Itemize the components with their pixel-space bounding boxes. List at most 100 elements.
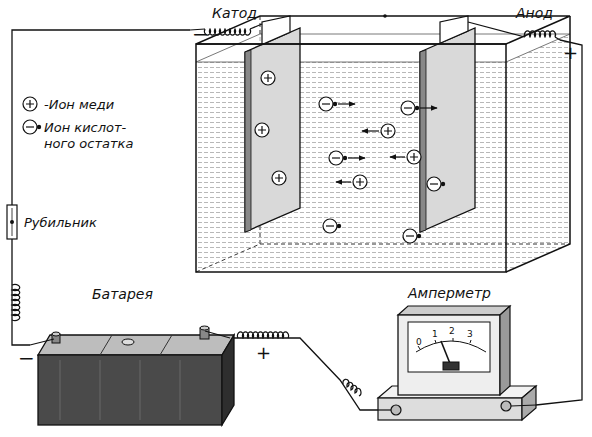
tank-front — [196, 44, 506, 272]
motion-arrow — [420, 107, 437, 108]
legend-text: -Ион меди — [44, 97, 154, 113]
wire-coil — [205, 29, 251, 35]
switch-label: Рубильник — [24, 216, 97, 229]
anode-plate-edge — [420, 50, 426, 232]
scale-number: 0 — [416, 338, 422, 347]
ion-dot — [333, 102, 337, 106]
acid-ion — [329, 151, 343, 165]
cathode-plate-edge — [245, 50, 251, 232]
battery-terminal — [52, 332, 60, 336]
wire — [250, 24, 262, 29]
cathode-lug — [262, 16, 290, 45]
anode-lug — [440, 16, 468, 43]
acid-ion — [323, 219, 337, 233]
motion-arrow — [390, 156, 405, 157]
plus-sign — [264, 74, 272, 82]
copper-ion — [255, 123, 269, 137]
anode-plate — [420, 28, 475, 232]
cathode-plate — [245, 28, 300, 232]
ammeter-top — [398, 306, 510, 315]
scale-tick — [453, 338, 454, 341]
ammeter-base-side — [522, 386, 536, 420]
copper-ion — [381, 124, 395, 138]
plus-sign — [258, 126, 266, 134]
scale-tick — [435, 340, 436, 343]
battery-hatch — [180, 360, 181, 420]
plus-sign — [26, 100, 34, 108]
wire — [511, 405, 536, 406]
motion-arrow — [338, 103, 355, 104]
ion-dot — [441, 182, 445, 186]
legend-text: Ион кислот- ного остатка — [44, 120, 136, 153]
battery-hatch — [100, 360, 101, 420]
battery-side — [222, 335, 234, 425]
knife-switch-pivot — [10, 220, 14, 224]
plus-sign — [410, 153, 418, 161]
tank-top — [196, 16, 570, 44]
wire — [378, 409, 391, 410]
wire — [205, 331, 230, 338]
acid-ion — [403, 229, 417, 243]
ammeter-terminal — [501, 401, 511, 411]
minus-sign — [404, 107, 412, 108]
minus-sign — [322, 103, 330, 104]
wire — [536, 40, 582, 405]
wire — [30, 339, 54, 345]
ammeter-dial — [408, 322, 490, 372]
battery-label: Батарея — [92, 287, 153, 301]
copper-ion — [261, 71, 275, 85]
motion-arrow — [348, 157, 365, 158]
motion-arrow — [336, 181, 351, 182]
knife-switch — [7, 205, 17, 239]
plus-sign — [356, 178, 364, 186]
ammeter-body — [398, 315, 500, 395]
plus-sign — [384, 127, 392, 135]
ammeter-scale — [416, 341, 486, 352]
tank-rim-dot — [383, 14, 387, 18]
wire-coil — [238, 332, 289, 338]
copper-ion — [353, 175, 367, 189]
ammeter-base — [378, 398, 522, 420]
needle-pivot — [443, 362, 459, 370]
acid-ion — [401, 101, 415, 115]
polarity-sign: − — [18, 348, 35, 368]
copper-ion — [407, 150, 421, 164]
ammeter: Амперметр0123 — [378, 282, 536, 428]
ion-dot — [415, 106, 419, 110]
wire — [555, 37, 560, 40]
wire — [468, 22, 525, 37]
wire — [12, 30, 190, 345]
plus-sign — [275, 174, 283, 182]
battery-cell-divider — [100, 335, 112, 355]
wire-coil — [525, 31, 556, 37]
ion-dot — [337, 224, 341, 228]
acid-ion — [319, 97, 333, 111]
minus-sign — [430, 183, 438, 184]
tank-side — [506, 16, 570, 272]
minus-sign — [332, 157, 340, 158]
electrolyte-side — [506, 34, 570, 272]
anode-label: Анод — [516, 6, 553, 20]
battery-hatch — [60, 360, 61, 420]
polarity-sign: + — [563, 44, 578, 62]
motion-arrow — [362, 130, 379, 131]
ammeter-side — [500, 306, 510, 395]
battery-terminal — [200, 326, 209, 330]
anode: Анод — [410, 5, 560, 235]
scale-number: 3 — [467, 330, 473, 339]
legend-acid-ion — [23, 120, 37, 134]
battery-hatch — [140, 360, 141, 420]
wire-coil — [343, 379, 361, 396]
scale-number: 2 — [449, 327, 455, 336]
minus-sign — [326, 225, 334, 226]
ion-dot — [37, 125, 41, 129]
cathode-label: Катод — [212, 6, 257, 20]
ammeter-label: Амперметр — [408, 286, 491, 300]
legend-copper-ion — [23, 97, 37, 111]
battery-body — [38, 355, 222, 425]
battery: Батарея — [30, 283, 230, 428]
wire — [230, 338, 378, 410]
ion-dot — [343, 156, 347, 160]
ion-dot — [417, 234, 421, 238]
polarity-sign: + — [256, 344, 271, 362]
